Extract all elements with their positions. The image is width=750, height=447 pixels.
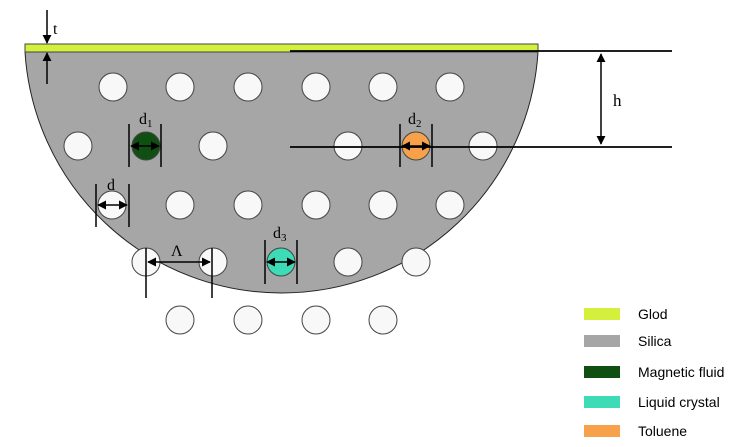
air-hole (63, 131, 93, 161)
air-hole (301, 305, 331, 335)
air-hole (401, 247, 431, 277)
label-t: t (53, 21, 58, 38)
air-hole (333, 131, 363, 161)
label-d1-base: d (139, 111, 147, 128)
legend-label: Glod (638, 306, 668, 322)
dimension-lines (42, 10, 672, 298)
legend-swatch (584, 366, 620, 378)
air-hole (333, 247, 363, 277)
air-hole (468, 131, 498, 161)
label-d2-sub: 2 (416, 118, 422, 130)
air-hole (301, 190, 331, 220)
air-hole (233, 305, 263, 335)
legend-label: Magnetic fluid (638, 364, 724, 380)
air-hole (198, 131, 228, 161)
label-lambda: Λ (171, 243, 183, 260)
air-hole (368, 305, 398, 335)
air-hole (368, 190, 398, 220)
legend-swatch (584, 425, 620, 437)
air-holes (63, 72, 498, 335)
air-hole (435, 72, 465, 102)
air-hole (98, 72, 128, 102)
label-d2-base: d (408, 111, 416, 128)
legend-label: Silica (638, 333, 672, 349)
air-hole (435, 190, 465, 220)
air-hole (233, 190, 263, 220)
silica-cladding (24, 51, 539, 294)
air-hole (165, 72, 195, 102)
label-d: d (107, 177, 115, 194)
air-hole (368, 72, 398, 102)
legend-label: Liquid crystal (638, 394, 720, 410)
legend-swatch (584, 396, 620, 408)
legend-swatch (584, 335, 620, 347)
label-d3-sub: 3 (281, 232, 287, 244)
label-d2: d2 (408, 111, 422, 130)
label-d3: d3 (273, 225, 287, 244)
label-d1-sub: 1 (147, 118, 153, 130)
air-hole (165, 305, 195, 335)
legend-swatch (584, 308, 620, 320)
air-hole (165, 190, 195, 220)
air-hole (233, 72, 263, 102)
air-hole (301, 72, 331, 102)
legend-label: Toluene (638, 423, 687, 439)
gold-layer (24, 43, 539, 53)
label-h: h (613, 91, 622, 110)
label-d1: d1 (139, 111, 153, 130)
label-d3-base: d (273, 225, 281, 242)
